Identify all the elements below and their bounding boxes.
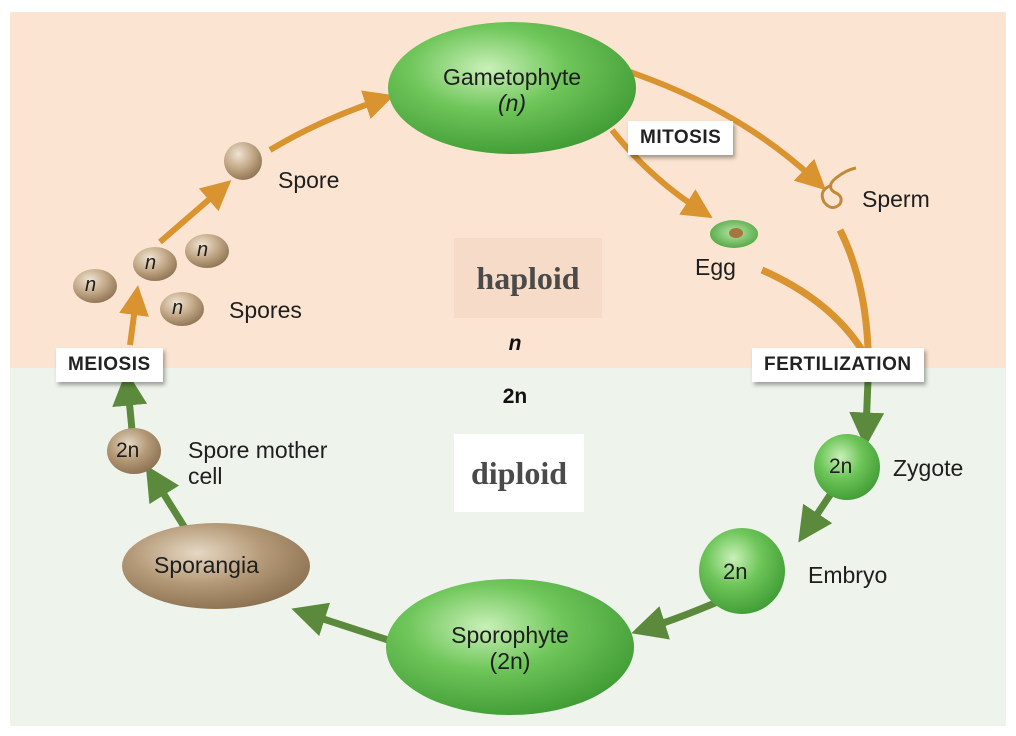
sporophyte-name: Sporophyte (451, 622, 569, 648)
embryo-cell (699, 528, 785, 614)
spore-ball-haploid-4-label: n (172, 297, 184, 319)
spore-mother-cell-ball (107, 428, 161, 474)
arrow-zygote-to-embryo (798, 490, 835, 543)
fertilization-box: FERTILIZATION (752, 348, 924, 382)
embryo-ploidy: 2n (723, 559, 748, 584)
haploid-symbol: n (508, 332, 522, 355)
arrow-egg-to-fertilization (760, 266, 865, 352)
gametophyte-ploidy: (n) (497, 90, 527, 117)
egg-nucleus (729, 228, 743, 238)
sporangia-cell (122, 523, 310, 609)
spore-ball-haploid-2 (133, 247, 177, 281)
sporophyte-ploidy: (2n) (489, 648, 531, 675)
sperm-label: Sperm (862, 186, 930, 212)
arrow-mother-cell-to-meiosis (112, 370, 148, 431)
zygote-label: Zygote (893, 455, 964, 481)
sporangia-label: Sporangia (154, 552, 259, 578)
arrow-gametophyte-to-egg (609, 128, 713, 219)
zygote-ploidy: 2n (829, 455, 853, 478)
spore-mother-cell-line-2: cell (188, 463, 223, 490)
spore-ball-haploid-1-label: n (85, 274, 97, 296)
arrow-fertilization-to-zygote (849, 379, 885, 448)
spore-mother-cell-ploidy: 2n (116, 439, 140, 462)
spore-mother-cell-line-1: Spore mother (188, 437, 328, 463)
arrow-spores-to-spore (158, 180, 232, 245)
spore-label: Spore (278, 167, 340, 193)
gametophyte-cell (388, 22, 636, 154)
haploid-word: haploid (454, 238, 602, 318)
spores-label: Spores (229, 297, 302, 323)
arrow-sperm-to-fertilization (836, 228, 872, 349)
arrow-sporophyte-to-sporangia (291, 602, 390, 644)
spore-mother-cell-label: Spore mother cell (188, 437, 327, 490)
spore-ball-haploid-1 (73, 269, 117, 303)
spore-ball-haploid-2-label: n (145, 252, 157, 274)
sporophyte-label: Sporophyte (2n) (380, 622, 640, 675)
egg-label: Egg (695, 254, 736, 280)
arrow-meiosis-to-spores (119, 285, 149, 346)
zygote-cell (814, 434, 880, 500)
sporophyte-cell (386, 579, 634, 715)
diploid-symbol: 2n (502, 385, 528, 408)
gametophyte-label: Gametophyte (n) (382, 64, 642, 117)
arrow-spore-to-gametophyte (268, 90, 395, 153)
mitosis-box: MITOSIS (628, 121, 734, 155)
diploid-word: diploid (454, 434, 584, 512)
spore-ball-haploid-4 (160, 292, 204, 326)
spore-ball-haploid-3-label: n (197, 239, 209, 261)
arrow-sporangia-to-mother-cell (145, 465, 188, 530)
spore-ball (224, 142, 262, 180)
sperm-icon (820, 166, 857, 209)
meiosis-box: MEIOSIS (56, 348, 163, 382)
embryo-label: Embryo (808, 562, 888, 588)
spore-ball-haploid-3 (185, 234, 229, 268)
arrow-gametophyte-to-sperm (629, 69, 826, 191)
gametophyte-name: Gametophyte (442, 64, 582, 90)
